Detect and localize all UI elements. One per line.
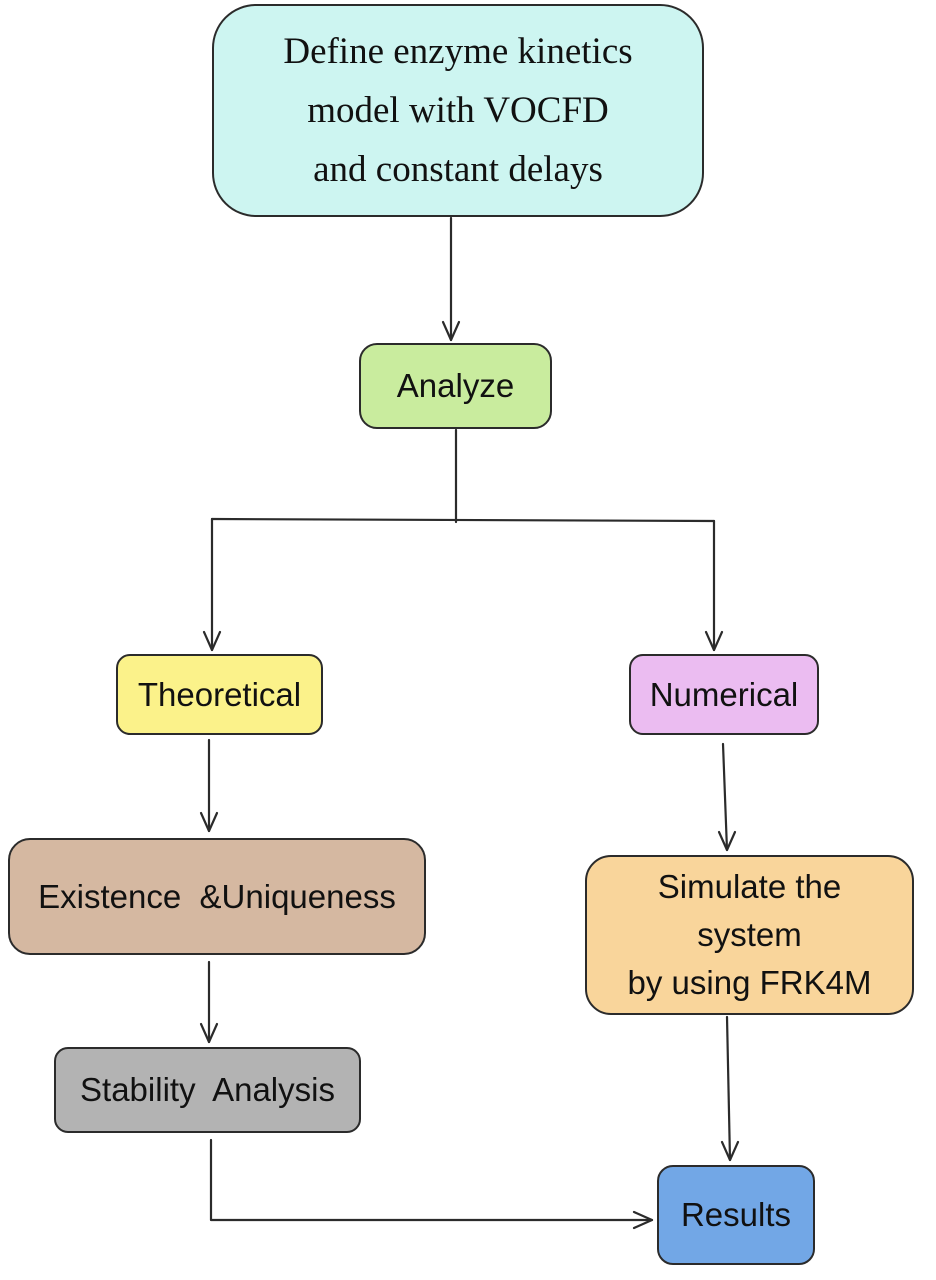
edge-split-horizontal [210, 517, 716, 523]
node-simulate: Simulate the system by using FRK4M [585, 855, 914, 1015]
arrowhead-stability [199, 1022, 219, 1044]
node-define-model-label: Define enzyme kinetics model with VOCFD … [283, 30, 633, 191]
node-define-model: Define enzyme kinetics model with VOCFD … [212, 4, 704, 217]
node-analyze: Analyze [359, 343, 552, 429]
node-existence-uniqueness: Existence &Uniqueness [8, 838, 426, 955]
node-results-label: Results [680, 1196, 792, 1234]
arrowhead-results-top [720, 1140, 740, 1162]
node-analyze-label: Analyze [396, 367, 515, 405]
arrowhead-results-left [632, 1210, 654, 1230]
arrowhead-analyze [441, 320, 461, 342]
arrowhead-theoretical [202, 630, 222, 652]
arrowhead-numerical [704, 630, 724, 652]
node-numerical: Numerical [629, 654, 819, 735]
node-simulate-label: Simulate the system by using FRK4M [627, 868, 872, 1001]
node-theoretical-label: Theoretical [137, 675, 302, 713]
node-results: Results [657, 1165, 815, 1265]
node-stability-analysis-label: Stability Analysis [80, 1071, 335, 1109]
node-theoretical: Theoretical [116, 654, 323, 735]
arrowhead-existence [199, 811, 219, 833]
node-numerical-label: Numerical [649, 675, 799, 713]
node-existence-uniqueness-label: Existence &Uniqueness [38, 877, 396, 915]
edge-stability-results [209, 1138, 654, 1222]
arrowhead-simulate [717, 830, 737, 852]
edge-simulate-results [725, 1015, 732, 1162]
edge-numerical-simulate [721, 742, 729, 852]
node-stability-analysis: Stability Analysis [54, 1047, 361, 1133]
